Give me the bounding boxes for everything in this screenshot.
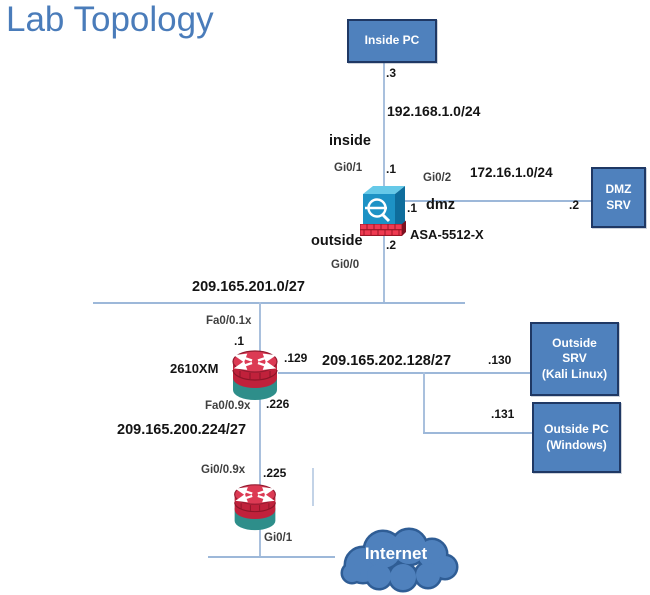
node-inside-pc-label: Inside PC: [364, 33, 420, 48]
node-inside-pc: Inside PC: [347, 19, 437, 63]
link-outside-pc: [423, 432, 533, 434]
device-router1-model: 2610XM: [170, 361, 219, 376]
internet-label: Internet: [364, 544, 428, 563]
zone-outside: outside: [311, 233, 363, 249]
iface-r2-gi0-0-9x: Gi0/0.9x: [201, 464, 246, 476]
page-title: Lab Topology: [6, 0, 214, 39]
node-outside-pc: Outside PC (Windows): [532, 402, 621, 473]
zone-dmz: dmz: [426, 197, 455, 213]
iface-asa-gi0-2: Gi0/2: [423, 172, 452, 184]
iface-r2-gi0-1: Gi0/1: [264, 532, 293, 544]
node-outside-pc-label: Outside PC (Windows): [544, 421, 609, 452]
addr-r1-202: .129: [284, 351, 308, 365]
cloud-body: [343, 530, 456, 590]
asa-top-face: [363, 186, 405, 194]
device-asa-model: ASA-5512-X: [410, 227, 484, 242]
router-arrows: [233, 353, 277, 370]
link-insidepc-asa: [383, 62, 385, 191]
zone-inside: inside: [329, 133, 371, 149]
internet-cloud-icon: [340, 527, 459, 593]
iface-asa-gi0-1: Gi0/1: [334, 162, 363, 174]
iface-asa-gi0-0: Gi0/0: [331, 259, 360, 271]
node-outside-srv-label: Outside SRV (Kali Linux): [541, 335, 608, 381]
net-dmz: 172.16.1.0/24: [470, 165, 553, 180]
net-209-165-201: 209.165.201.0/27: [192, 279, 305, 295]
branch-outside-pc: [423, 372, 425, 433]
node-outside-srv: Outside SRV (Kali Linux): [530, 322, 619, 396]
addr-r2-transit: .225: [263, 466, 287, 480]
asa-firewall-icon: [360, 186, 406, 236]
addr-r1-transit: .226: [266, 397, 290, 411]
connector-stub: [312, 468, 314, 506]
iface-r1-fa0-0-9x: Fa0/0.9x: [205, 400, 251, 412]
asa-brick-rows: [360, 220, 406, 236]
asa-lens-glyph: [365, 198, 391, 223]
node-dmz-srv: DMZ SRV: [591, 167, 646, 228]
segment-internet: [208, 556, 335, 558]
net-inside: 192.168.1.0/24: [387, 103, 481, 119]
addr-r1-outside: .1: [234, 334, 245, 348]
segment-209-165-201: [93, 302, 465, 304]
net-209-165-202: 209.165.202.128/27: [322, 353, 452, 369]
router-arrows: [235, 487, 275, 503]
segment-209-165-202: [278, 372, 531, 374]
router-2610xm-icon: [232, 350, 278, 400]
addr-outside-pc: .131: [491, 407, 515, 421]
addr-asa-outside: .2: [386, 238, 397, 252]
iface-r1-fa0-0-1x: Fa0/0.1x: [206, 315, 252, 327]
asa-side-face: [395, 186, 405, 231]
addr-inside-pc: .3: [386, 66, 397, 80]
node-dmz-srv-label: DMZ SRV: [605, 181, 632, 212]
addr-asa-dmz: .1: [407, 201, 418, 215]
net-209-165-200: 209.165.200.224/27: [117, 422, 247, 438]
addr-dmz-srv: .2: [569, 198, 580, 212]
addr-outside-srv: .130: [488, 353, 512, 367]
router-edge-icon: [234, 484, 276, 531]
link-router-chain: [259, 302, 261, 558]
link-asa-dmzsrv: [403, 200, 592, 202]
addr-asa-inside: .1: [386, 162, 397, 176]
link-asa-outside-net: [383, 236, 385, 303]
